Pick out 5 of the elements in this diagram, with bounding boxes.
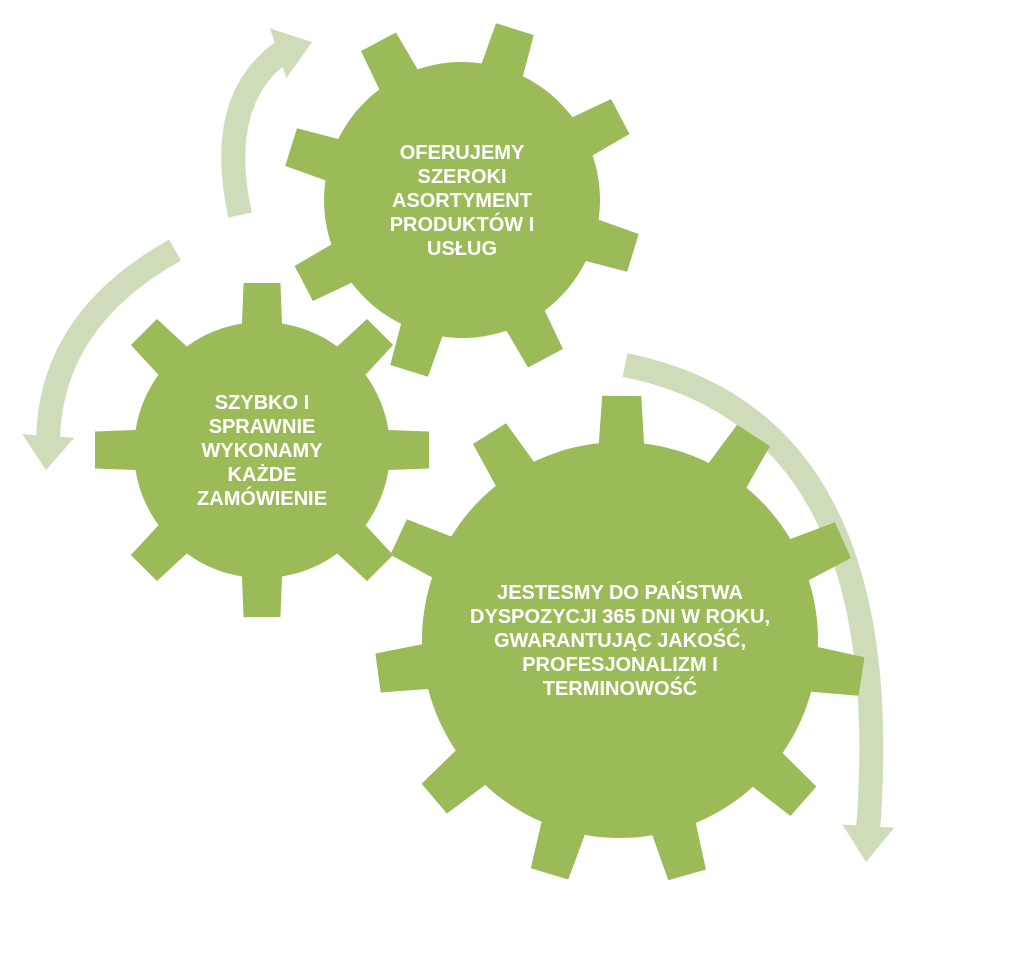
gear-label: OFERUJEMY SZEROKI ASORTYMENT PRODUKTÓW I USŁUG bbox=[388, 140, 536, 260]
gear bbox=[94, 282, 430, 618]
gear bbox=[282, 20, 642, 380]
gear-label: JESTESMY DO PAŃSTWA DYSPOZYCJI 365 DNI W ROKU, GWARANTUJĄC JAKOŚĆ, PROFESJONALIZM I TERMINOWOŚĆ bbox=[468, 580, 772, 700]
gear-label: SZYBKO I SPRAWNIE WYKONAMY KAŻDE ZAMÓWIENIE bbox=[196, 390, 328, 510]
